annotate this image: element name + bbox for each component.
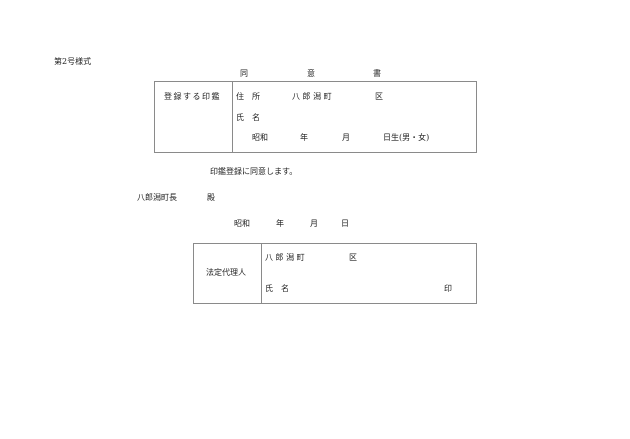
title-char-1: 同 [240,69,248,78]
guardian-table-divider [261,243,262,304]
address-ward: 区 [375,92,383,101]
addressee-name: 八郎潟町長 [137,193,177,202]
addressee-honorific: 殿 [207,193,215,202]
title-char-2: 意 [307,69,315,78]
address-label: 住 所 [236,92,260,101]
registration-label: 登録する印鑑 [164,92,221,101]
birth-month: 月 [342,133,350,142]
guardian-label: 法定代理人 [206,268,246,277]
date-era: 昭和 [234,219,250,228]
guardian-address-town: 八 郎 潟 町 [265,253,305,262]
name-label: 氏 名 [236,113,260,122]
address-town: 八 郎 潟 町 [292,92,332,101]
date-month: 月 [310,219,318,228]
form-number: 第2号様式 [54,57,92,66]
guardian-name-label: 氏 名 [265,284,289,293]
date-year: 年 [276,219,284,228]
birth-year: 年 [300,133,308,142]
guardian-table [193,243,477,304]
consent-text: 印鑑登録に同意します。 [210,167,298,176]
birth-era: 昭和 [252,133,268,142]
registration-table-divider [232,81,233,153]
registration-table [154,81,477,153]
birth-day-gender: 日生(男・女) [383,133,430,142]
seal-mark: 印 [444,284,452,293]
date-day: 日 [341,219,349,228]
guardian-address-ward: 区 [349,253,357,262]
title-char-3: 書 [373,69,381,78]
